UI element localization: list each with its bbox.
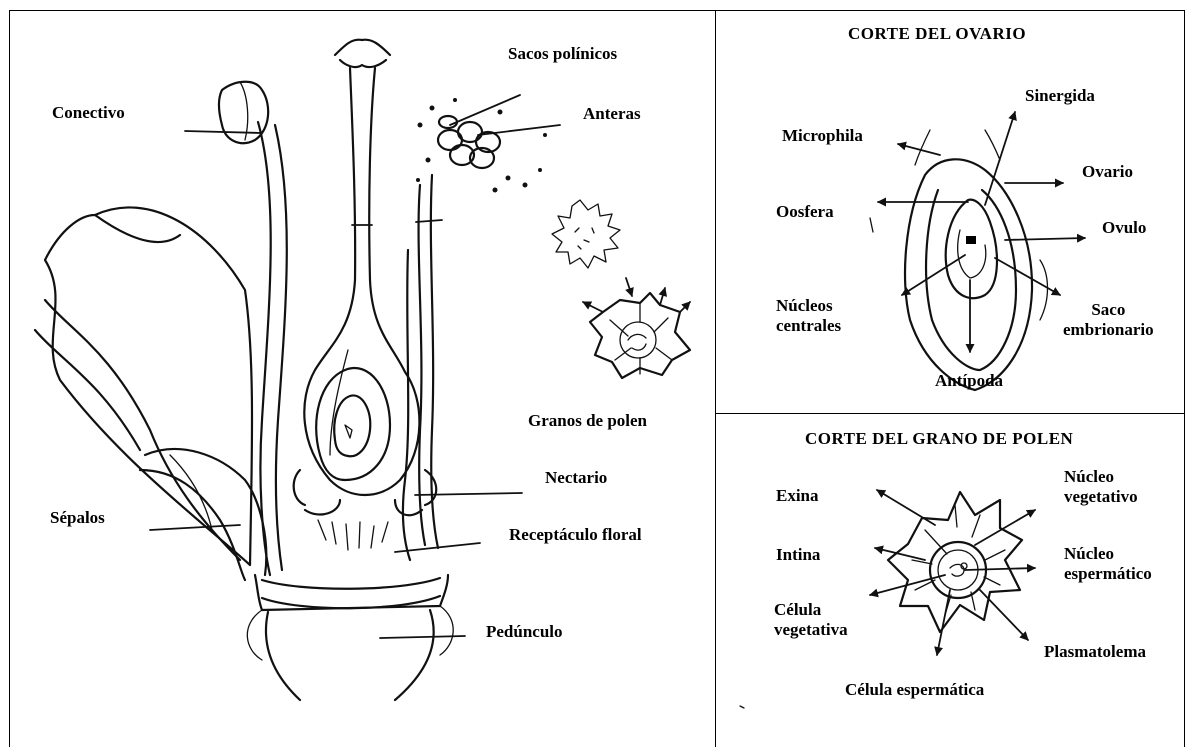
label-antipoda: Antípoda (935, 371, 1003, 391)
label-saco-embrionario-line2: embrionario (1063, 320, 1154, 340)
label-intina: Intina (776, 545, 820, 565)
label-celula-espermatica: Célula espermática (845, 680, 984, 700)
label-microphila: Microphila (782, 126, 863, 146)
label-ovario: Ovario (1082, 162, 1133, 182)
label-saco-embrionario: Saco embrionario (1063, 300, 1154, 340)
label-plasmatolema: Plasmatolema (1044, 642, 1146, 662)
label-celula-vegetativa-line2: vegetativa (774, 620, 848, 640)
label-sinergida: Sinergida (1025, 86, 1095, 106)
label-sacos-polinicos: Sacos polínicos (508, 44, 617, 64)
label-anteras: Anteras (583, 104, 641, 124)
label-ovulo: Ovulo (1102, 218, 1146, 238)
label-nucleo-vegetativo-line1: Núcleo (1064, 467, 1138, 487)
ovary-illustration (870, 112, 1085, 390)
label-nucleo-espermatico-line1: Núcleo (1064, 544, 1152, 564)
label-nectario: Nectario (545, 468, 607, 488)
label-nucleos-centrales-line1: Núcleos (776, 296, 841, 316)
label-nucleos-centrales: Núcleos centrales (776, 296, 841, 336)
label-conectivo: Conectivo (52, 103, 125, 123)
label-sepalos: Sépalos (50, 508, 105, 528)
label-exina: Exina (776, 486, 819, 506)
label-oosfera: Oosfera (776, 202, 834, 222)
label-receptaculo-floral: Receptáculo floral (509, 525, 642, 545)
label-pedunculo: Pedúnculo (486, 622, 563, 642)
label-granos-de-polen: Granos de polen (528, 411, 647, 431)
label-nucleo-vegetativo-line2: vegetativo (1064, 487, 1138, 507)
label-nucleo-espermatico: Núcleo espermático (1064, 544, 1152, 584)
label-celula-vegetativa-line1: Célula (774, 600, 848, 620)
label-nucleo-espermatico-line2: espermático (1064, 564, 1152, 584)
flower-illustration (35, 40, 690, 700)
ovary-section-title: CORTE DEL OVARIO (848, 24, 1026, 44)
pollen-section-title: CORTE DEL GRANO DE POLEN (805, 429, 1073, 449)
pollen-illustration (740, 490, 1035, 708)
label-nucleos-centrales-line2: centrales (776, 316, 841, 336)
label-celula-vegetativa: Célula vegetativa (774, 600, 848, 640)
label-saco-embrionario-line1: Saco (1063, 300, 1154, 320)
label-nucleo-vegetativo: Núcleo vegetativo (1064, 467, 1138, 507)
